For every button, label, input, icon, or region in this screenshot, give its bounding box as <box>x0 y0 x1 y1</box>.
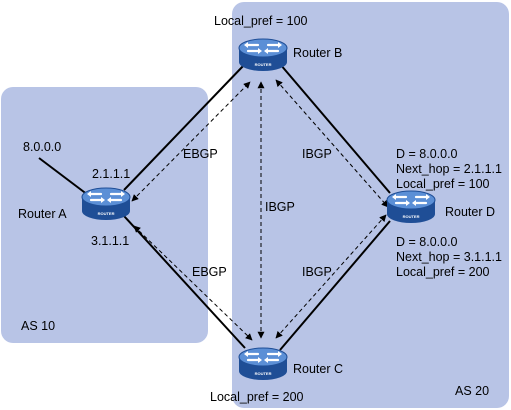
router-b: ROUTER <box>237 37 289 73</box>
router-a-name: Router A <box>18 207 67 221</box>
route-info-d-bottom-line: Next_hop = 3.1.1.1 <box>396 250 502 264</box>
router-d-name: Router D <box>445 205 495 219</box>
router-d: ROUTER <box>385 189 437 225</box>
as20-label: AS 20 <box>455 384 489 398</box>
route-info-d-bottom-line: Local_pref = 200 <box>396 265 490 279</box>
router-a: ROUTER <box>80 186 132 222</box>
ip-a-bottom: 3.1.1.1 <box>91 234 129 248</box>
ibgp-label-bd: IBGP <box>302 147 332 161</box>
local-pref-c: Local_pref = 200 <box>210 390 304 404</box>
route-info-d-top-line: Next_hop = 2.1.1.1 <box>396 162 502 176</box>
router-c-name: Router C <box>293 362 343 376</box>
link-a-c <box>123 215 246 349</box>
ibgp-session-bd <box>275 79 389 208</box>
router-icon-label: ROUTER <box>403 214 420 219</box>
link-route-a <box>38 157 89 196</box>
link-c-d <box>279 220 391 351</box>
router-b-name: Router B <box>293 46 342 60</box>
ebgp-session-ac <box>133 225 253 341</box>
route-info-d-top-line: D = 8.0.0.0 <box>396 147 458 161</box>
router-c: ROUTER <box>237 346 289 382</box>
route-info-d-bottom-line: D = 8.0.0.0 <box>396 235 458 249</box>
router-icon-label: ROUTER <box>98 211 115 216</box>
route-label: 8.0.0.0 <box>23 140 61 154</box>
link-a-b <box>123 63 246 191</box>
ip-a-top: 2.1.1.1 <box>92 167 130 181</box>
link-b-d <box>279 63 391 194</box>
router-icon-label: ROUTER <box>255 62 272 67</box>
route-info-d-top-line: Local_pref = 100 <box>396 177 490 191</box>
as10-label: AS 10 <box>21 319 55 333</box>
ebgp-session-ab <box>131 81 251 202</box>
ibgp-label-bc: IBGP <box>265 200 295 214</box>
ebgp-label-ac: EBGP <box>192 265 227 279</box>
ebgp-label-ab: EBGP <box>183 147 218 161</box>
local-pref-b: Local_pref = 100 <box>214 14 308 28</box>
ibgp-label-cd: IBGP <box>302 265 332 279</box>
router-icon-label: ROUTER <box>255 371 272 376</box>
